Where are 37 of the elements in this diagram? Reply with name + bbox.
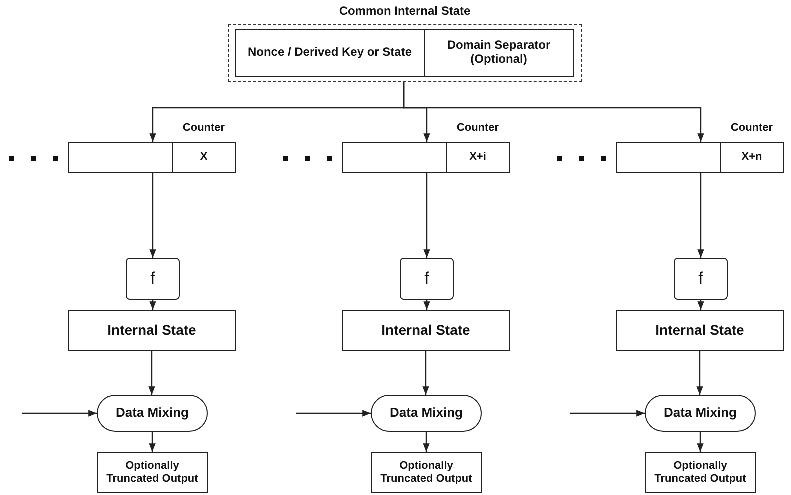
arrow	[403, 82, 704, 142]
arrow	[422, 351, 430, 395]
counter-label: Counter	[456, 122, 500, 134]
output-box: Optionally Truncated Output	[97, 452, 208, 493]
mixing-terminal: Data Mixing	[645, 395, 756, 432]
arrow	[148, 351, 156, 395]
function-box: f	[400, 258, 454, 300]
arrow	[150, 173, 156, 258]
arrow	[149, 432, 156, 452]
arrow	[698, 173, 704, 258]
state-box: Internal State	[68, 310, 236, 351]
input-arrow	[296, 410, 371, 417]
mixing-terminal: Data Mixing	[97, 395, 208, 432]
input-arrow	[570, 410, 645, 417]
state-box: Internal State	[342, 310, 510, 351]
counter-cell: X+i	[446, 142, 510, 173]
function-box: f	[126, 258, 180, 300]
output-box: Optionally Truncated Output	[645, 452, 756, 493]
state-box: Internal State	[616, 310, 784, 351]
arrow	[150, 300, 156, 310]
arrow	[697, 432, 704, 452]
arrow	[424, 173, 430, 258]
arrow	[698, 300, 704, 310]
arrow	[423, 432, 430, 452]
mixing-terminal: Data Mixing	[371, 395, 482, 432]
counter-label: Counter	[730, 122, 774, 134]
function-box: f	[674, 258, 728, 300]
field-cell: Nonce / Derived Key or State	[235, 29, 425, 77]
output-box: Optionally Truncated Output	[371, 452, 482, 493]
group-heading: Common Internal State	[338, 4, 472, 18]
input-arrow	[22, 410, 97, 417]
counter-cell: X	[172, 142, 236, 173]
field-cell: Domain Separator (Optional)	[424, 29, 574, 77]
arrow	[696, 351, 704, 395]
arrow	[424, 300, 430, 310]
counter-label: Counter	[182, 122, 226, 134]
counter-cell: X+n	[720, 142, 784, 173]
